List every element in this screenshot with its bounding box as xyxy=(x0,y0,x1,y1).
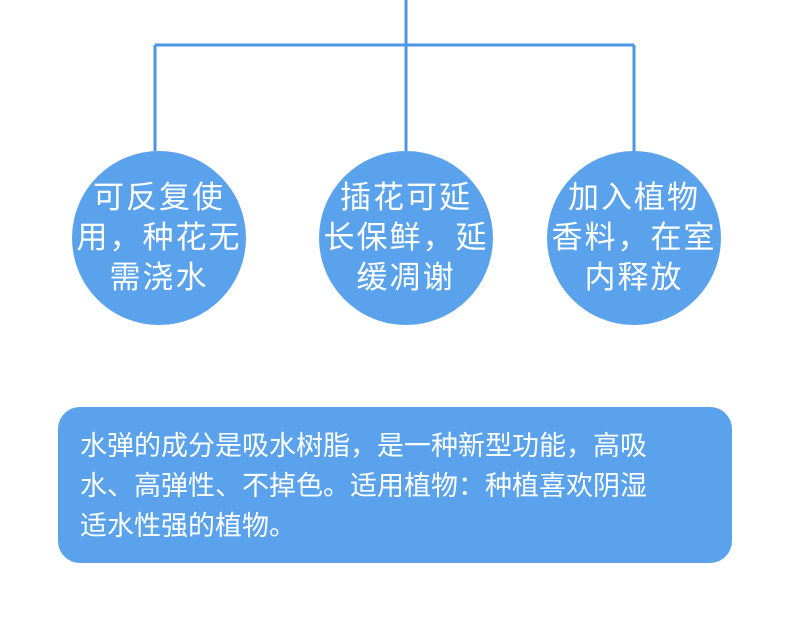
feature-label: 可反复使 用，种花无 需浇水 xyxy=(76,180,242,296)
feature-label: 插花可延 长保鲜，延 缓凋谢 xyxy=(323,180,489,296)
feature-circle-preserve-flowers: 插花可延 长保鲜，延 缓凋谢 xyxy=(319,151,493,325)
description-line: 适水性强的植物。 xyxy=(80,511,296,542)
description-line: 水弹的成分是吸水树脂，是一种新型功能，高吸 xyxy=(80,431,647,462)
feature-circle-reusable: 可反复使 用，种花无 需浇水 xyxy=(72,151,246,325)
description-panel: 水弹的成分是吸水树脂，是一种新型功能，高吸 水、高弹性、不掉色。适用植物：种植喜… xyxy=(58,407,732,563)
description-line: 水、高弹性、不掉色。适用植物：种植喜欢阴湿 xyxy=(80,471,647,502)
feature-circle-fragrance: 加入植物 香料，在室 内释放 xyxy=(547,151,721,325)
feature-label: 加入植物 香料，在室 内释放 xyxy=(551,180,717,296)
